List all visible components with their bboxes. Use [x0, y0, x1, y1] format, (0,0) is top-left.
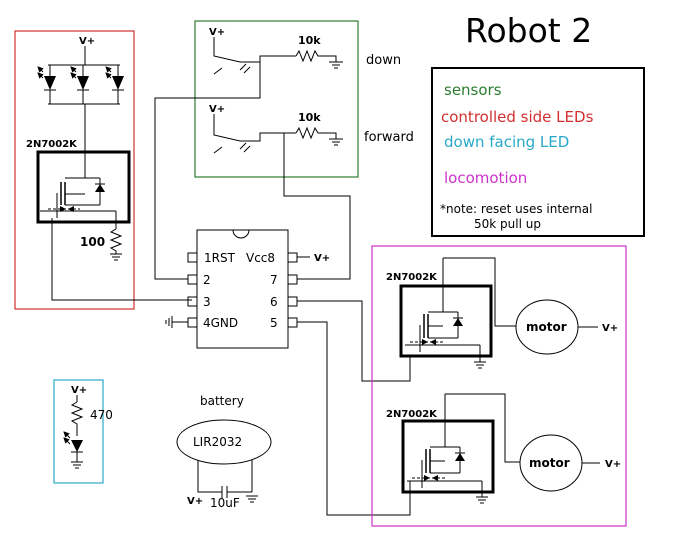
- chip-pin3: 3: [203, 295, 211, 309]
- legend-locomotion: locomotion: [444, 169, 527, 187]
- chip-vplus: V+: [314, 253, 330, 264]
- motor1-vplus: V+: [602, 323, 618, 334]
- microcontroller-chip: 1RST 2 3 4GND Vcc8 7 6 5 V+: [165, 229, 330, 349]
- legend-sensors: sensors: [444, 81, 502, 99]
- battery-block: battery LIR2032 V+ 10uF: [176, 394, 272, 510]
- chip-pin4: 4GND: [203, 316, 238, 330]
- motor1-mosfet-label: 2N7002K: [386, 272, 438, 283]
- sensor2-resistor: [295, 126, 337, 140]
- motor2-mosfet-icon: [401, 394, 495, 504]
- sensor2-vplus: V+: [209, 104, 225, 115]
- led-1-icon: [37, 65, 56, 104]
- sensor-block: V+ 10k down V+ 10k forward: [194, 20, 414, 178]
- chip-pin1: 1RST: [204, 251, 236, 265]
- motor2-mosfet-label: 2N7002K: [386, 409, 438, 420]
- down-led-block: V+ 470: [53, 379, 113, 484]
- legend-down-led: down facing LED: [444, 133, 569, 151]
- motor-block: 2N7002K motor: [371, 245, 627, 527]
- motor1-label: motor: [526, 320, 567, 334]
- led-resistor-label: 100: [80, 235, 105, 249]
- legend-note-line2: 50k pull up: [474, 217, 541, 231]
- battery-capacitor-label: 10uF: [210, 496, 240, 510]
- led-driver-block: V+ 2N7002K: [14, 30, 192, 310]
- sensor2-res-label: 10k: [298, 111, 321, 124]
- motor1-mosfet-icon: [399, 258, 493, 375]
- motor2-label: motor: [529, 456, 570, 470]
- sensor1-resistor: [295, 49, 337, 63]
- down-led-resistor-label: 470: [90, 408, 113, 422]
- sensor1-vplus: V+: [209, 27, 225, 38]
- led-vplus: V+: [79, 36, 95, 47]
- chip-pin6: 6: [270, 295, 278, 309]
- led-mosfet-label: 2N7002K: [26, 139, 78, 150]
- down-led-vplus: V+: [71, 385, 87, 396]
- battery-cell-icon: [176, 419, 272, 465]
- battery-cell-label: LIR2032: [193, 435, 242, 449]
- down-led-resistor: [70, 401, 84, 436]
- legend-note-line1: *note: reset uses internal: [440, 202, 592, 216]
- led-3-icon: [105, 65, 124, 104]
- sensor1-label: down: [366, 53, 401, 68]
- chip-pin2: 2: [203, 273, 211, 287]
- signal-wires: [154, 62, 411, 516]
- chip-pin5: 5: [270, 316, 278, 330]
- battery-vplus: V+: [187, 496, 203, 507]
- battery-title: battery: [200, 394, 244, 408]
- led-resistor: [109, 228, 123, 254]
- sensor1-res-label: 10k: [298, 34, 321, 47]
- down-led-icon: [63, 431, 83, 453]
- sensor2-label: forward: [364, 130, 414, 145]
- chip-pin8: Vcc8: [246, 251, 275, 265]
- led-2-icon: [70, 65, 89, 104]
- legend-box: sensors controlled side LEDs down facing…: [431, 67, 645, 237]
- motor2-vplus: V+: [605, 459, 621, 470]
- led-mosfet-icon: [36, 150, 131, 229]
- page-title: Robot 2: [465, 11, 592, 50]
- chip-pin7: 7: [270, 273, 278, 287]
- legend-controlled-leds: controlled side LEDs: [441, 108, 594, 126]
